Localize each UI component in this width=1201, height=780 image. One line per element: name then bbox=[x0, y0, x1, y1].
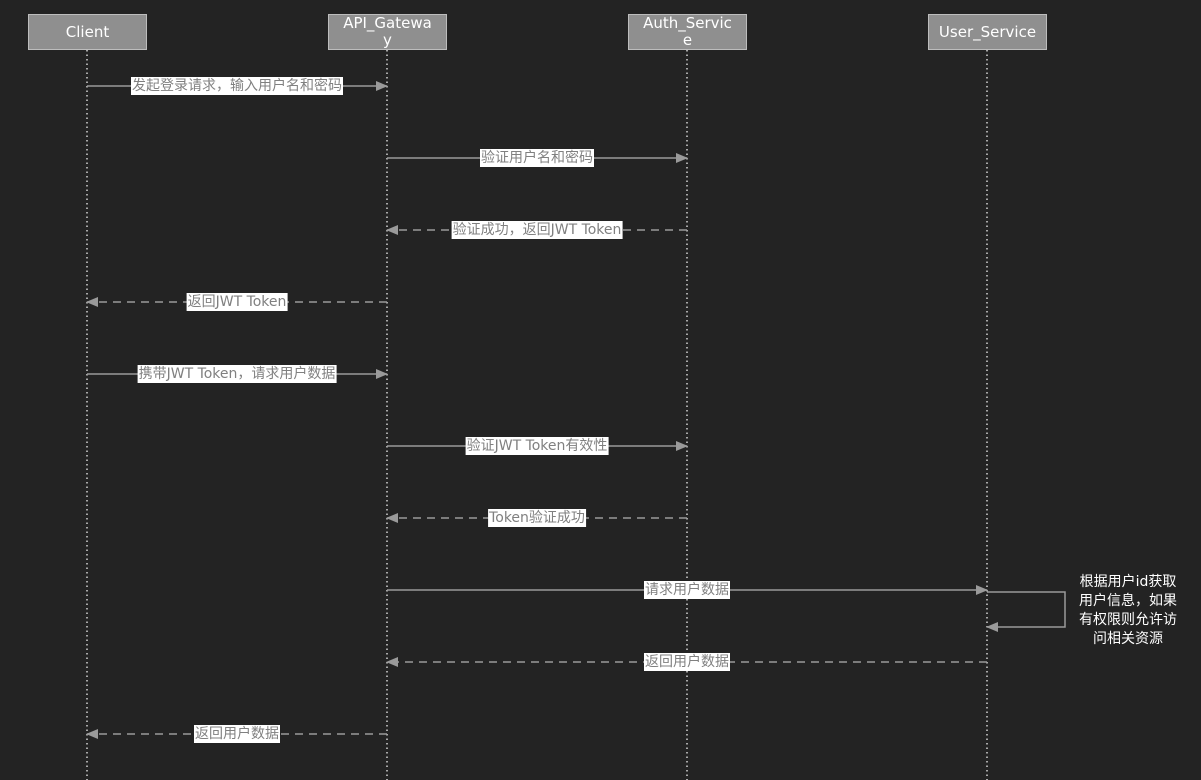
self-message-arrow bbox=[986, 591, 1066, 632]
message-label: 返回用户数据 bbox=[194, 725, 280, 743]
self-message-note: 根据用户id获取 用户信息，如果 有权限则允许访 问相关资源 bbox=[1079, 574, 1177, 647]
message-label: 验证用户名和密码 bbox=[480, 149, 594, 167]
message-label: 请求用户数据 bbox=[644, 581, 730, 599]
actor-client: Client bbox=[28, 14, 147, 50]
message-label: Token验证成功 bbox=[488, 509, 586, 527]
actor-api-gateway: API_Gatewa y bbox=[328, 14, 447, 50]
message-label: 验证JWT Token有效性 bbox=[465, 437, 609, 455]
message-label: 返回JWT Token bbox=[186, 293, 288, 311]
message-label: 携带JWT Token，请求用户数据 bbox=[137, 365, 337, 383]
actor-auth-service: Auth_Servic e bbox=[628, 14, 747, 50]
message-label: 验证成功，返回JWT Token bbox=[451, 221, 623, 239]
actor-user-service: User_Service bbox=[928, 14, 1047, 50]
message-label: 返回用户数据 bbox=[644, 653, 730, 671]
message-label: 发起登录请求，输入用户名和密码 bbox=[131, 77, 343, 95]
